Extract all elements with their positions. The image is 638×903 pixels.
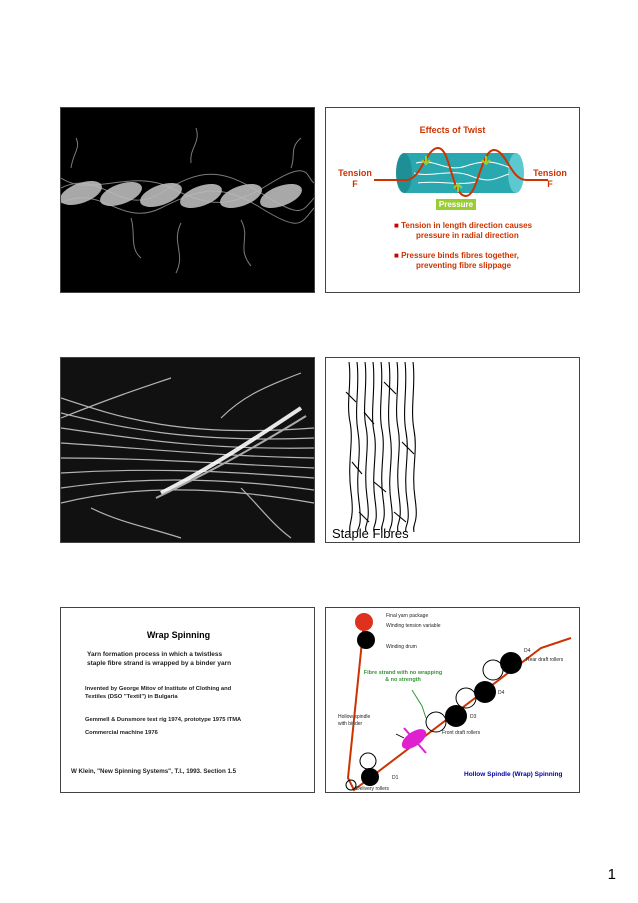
staple-fibres-caption: Staple Fibres [332, 526, 409, 541]
final-yarn-package [355, 613, 373, 631]
bullet2-line1: Pressure binds fibres together, [401, 251, 519, 260]
roller-d4-rear-top [483, 660, 503, 680]
d4-label: D4 [498, 690, 504, 696]
bullet-square-icon: ■ [394, 221, 399, 230]
tension-left-text: Tension [331, 168, 379, 179]
slide-hollow-spindle: Final yarn package Winding tension varia… [325, 607, 580, 793]
final-package-label: Final yarn package [386, 613, 428, 619]
hollow-spindle-line1: Hollow spindle [338, 714, 370, 721]
roller-d3 [445, 705, 467, 727]
fibre-strand-line2: & no strength [358, 677, 448, 684]
fibre-strand-line1: Fibre strand with no wrapping [358, 670, 448, 677]
d1-label: D1 [392, 775, 398, 781]
description-line1: Yarn formation process in which a twistl… [87, 650, 231, 659]
slide-yarn-photo-1 [60, 107, 315, 293]
slide-title: Hollow Spindle (Wrap) Spinning [464, 771, 562, 778]
invented-by: Invented by George Mitov of Institute of… [85, 685, 231, 701]
winding-drum [357, 631, 375, 649]
cylinder-left-cap [396, 153, 412, 193]
commercial-note: Commercial machine 1976 [85, 730, 158, 736]
roller-d1-top [360, 753, 376, 769]
slide-effects-of-twist: Effects of Twist Tension F Tension F Pre… [325, 107, 580, 293]
bullet1-line2: pressure in radial direction [394, 231, 519, 240]
tension-right-f: F [526, 179, 574, 190]
tension-right-text: Tension [526, 168, 574, 179]
rear-rollers-label: Rear draft rollers [526, 657, 563, 663]
slide-title: Effects of Twist [326, 125, 579, 135]
winding-drum-label: Winding drum [386, 644, 417, 650]
slide-staple-fibres: Staple Fibres [325, 357, 580, 543]
invented-line2: Textiles (DSO "Textil") in Bulgaria [85, 693, 231, 701]
roller-d1 [361, 768, 379, 786]
staple-fibres-drawing [344, 362, 419, 532]
hollow-spindle-line2: with binder [338, 721, 370, 728]
tension-left-label: Tension F [331, 168, 379, 190]
roller-d4 [474, 681, 496, 703]
winding-tension-label: Winding tension variable [386, 623, 440, 629]
fibre-strand-label: Fibre strand with no wrapping & no stren… [358, 670, 448, 684]
pressure-badge: Pressure [436, 199, 476, 210]
description-line2: staple fibre strand is wrapped by a bind… [87, 659, 231, 668]
d3-label: D3 [470, 714, 476, 720]
slide-yarn-photo-2 [60, 357, 315, 543]
tension-left-f: F [331, 179, 379, 190]
bullet-1: ■ Tension in length direction causes pre… [394, 221, 579, 241]
delivery-rollers-label: Delivery rollers [356, 786, 389, 792]
twisted-yarn-image [61, 108, 314, 292]
page-number: 1 [608, 866, 616, 883]
bullet2-line2: preventing fibre slippage [394, 261, 511, 270]
invented-line1: Invented by George Mitov of Institute of… [85, 685, 231, 693]
hollow-spindle-label: Hollow spindle with binder [338, 714, 370, 728]
slide-title: Wrap Spinning [61, 630, 296, 640]
fibre-bundle-image [61, 358, 314, 542]
hollow-spindle-diagram [326, 608, 579, 792]
bullet1-line1: Tension in length direction causes [401, 221, 532, 230]
bullet-square-icon: ■ [394, 251, 399, 260]
gemmell-note: Gemmell & Dunsmore test rig 1974, protot… [85, 717, 241, 723]
bullet-2: ■ Pressure binds fibres together, preven… [394, 251, 579, 271]
description: Yarn formation process in which a twistl… [87, 650, 231, 668]
slide-wrap-spinning: Wrap Spinning Yarn formation process in … [60, 607, 315, 793]
tension-right-label: Tension F [526, 168, 574, 190]
d4-top-label: D4 [524, 648, 530, 654]
front-rollers-label: Front draft rollers [442, 730, 480, 736]
cylinder-right-cap [508, 153, 524, 193]
reference: W Klein, "New Spinning Systems", T.I., 1… [71, 768, 236, 775]
